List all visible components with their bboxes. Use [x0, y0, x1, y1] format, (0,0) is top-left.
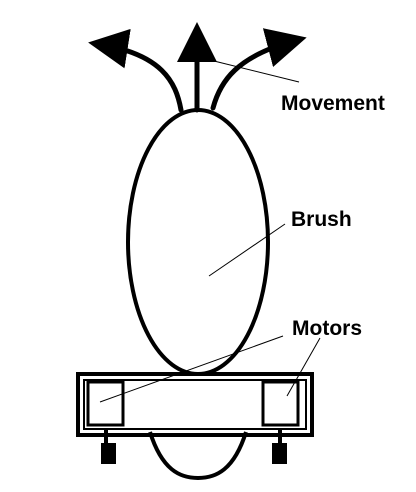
motor-left — [86, 380, 125, 464]
movement-arrows — [88, 22, 307, 113]
arrow-left — [88, 28, 184, 113]
movement-label: Movement — [281, 92, 385, 115]
motors-label: Motors — [292, 317, 362, 340]
chassis-inner — [83, 379, 307, 430]
motor-right — [261, 380, 300, 464]
brush-leader — [208, 223, 286, 277]
leader-lines — [99, 60, 321, 403]
movement-leader — [213, 60, 300, 83]
arrow-right — [210, 28, 307, 111]
brush-label: Brush — [291, 208, 352, 231]
brush-lower-loop — [148, 431, 248, 481]
motors-leader-right — [286, 337, 321, 397]
brush-body — [126, 108, 270, 376]
motors-leader-left — [99, 335, 284, 403]
